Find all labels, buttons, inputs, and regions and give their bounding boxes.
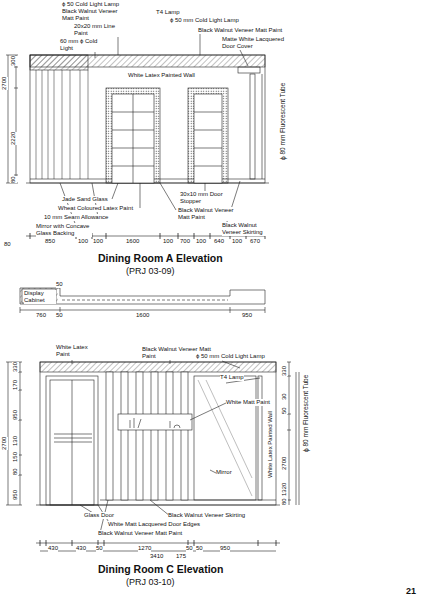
dimension: 100 xyxy=(163,238,173,245)
dimension: 950 xyxy=(220,545,230,552)
dimension: 950 xyxy=(12,410,19,420)
annotation: Black Walnut Veneer Matt Paint xyxy=(198,27,282,34)
dimension: 30 xyxy=(281,393,288,400)
annotation: White Latex Painted Wall xyxy=(267,411,274,478)
annotation: Display Cabinet xyxy=(24,290,56,304)
annotation: 10 mm Seam Allowance xyxy=(44,214,108,221)
drawing-title: Dining Room C Elevation xyxy=(98,563,223,575)
annotation: Black Walnut Veneer Skirting xyxy=(168,512,245,519)
annotation: Black Walnut Veneer Skirting xyxy=(222,222,274,236)
dimension: 50 xyxy=(96,545,103,552)
dimension: 80 xyxy=(281,498,288,505)
dimension: 80 xyxy=(12,468,19,475)
dimension: 50 xyxy=(186,545,193,552)
annotation: Black Walnut Veneer Matt Paint xyxy=(178,207,234,221)
dimension: 80 xyxy=(4,241,11,248)
dimension: 1600 xyxy=(136,312,149,319)
dimension: 1600 xyxy=(126,238,139,245)
drawing-title: Dining Room A Elevation xyxy=(98,252,223,264)
dimension: 670 xyxy=(250,238,260,245)
dimension: 130 xyxy=(12,436,19,446)
dimension: 100 xyxy=(93,238,103,245)
annotation: T4 Lamp xyxy=(220,374,244,381)
dimension: 850 xyxy=(45,238,55,245)
dimension: 1270 xyxy=(138,545,151,552)
dimension: 50 xyxy=(196,545,203,552)
dimension: 2700 xyxy=(281,457,288,470)
dimension: 175 xyxy=(176,553,186,560)
annotation: 60 mm ϕ Cold Light xyxy=(60,38,100,52)
dimension: 640 xyxy=(214,238,224,245)
dimension: 430 xyxy=(48,545,58,552)
dimension: 950 xyxy=(242,312,252,319)
dimension: 1320 xyxy=(281,483,288,496)
annotation: Glass Door xyxy=(84,512,114,519)
dimension: 430 xyxy=(76,545,86,552)
dimension: 760 xyxy=(36,312,46,319)
annotation: Black Walnut Veneer Matt Paint xyxy=(62,8,118,22)
dimension: 50 xyxy=(281,407,288,414)
annotation: Black Walnut Veneer Matt Paint xyxy=(98,530,182,537)
drawing-title: 21 xyxy=(406,586,416,596)
dimension: 100 xyxy=(232,238,242,245)
dimension: 50 xyxy=(56,281,63,288)
dimension: 330 xyxy=(281,366,288,376)
annotation: ϕ 50 mm Cold Light Lamp xyxy=(170,17,239,24)
annotation: Jade Sand Glass xyxy=(62,196,108,203)
annotation: ϕ 80 mm Fluorescent Tube xyxy=(279,83,286,160)
annotation: ϕ 50 mm Cold Light Lamp xyxy=(196,353,265,360)
annotation: 20x20 mm Line Paint xyxy=(74,23,122,37)
annotation: White Latex Paint xyxy=(56,344,94,358)
annotation: (PRJ 03-10) xyxy=(126,577,175,587)
annotation: White Matt Paint xyxy=(226,399,270,406)
dimension: 300 xyxy=(10,56,17,66)
dimension: 2700 xyxy=(1,437,8,450)
dimension: 2220 xyxy=(10,132,17,145)
annotation: (PRJ 03-09) xyxy=(126,266,175,276)
dimension: 100 xyxy=(196,238,206,245)
dimension: 100 xyxy=(78,238,88,245)
dimension: 950 xyxy=(12,490,19,500)
annotation: Mirror xyxy=(216,469,232,476)
annotation: White Matt Lacquered Door Edges xyxy=(108,521,200,528)
annotation: ϕ 50 Cold Light Lamp xyxy=(62,1,119,8)
dimension: 330 xyxy=(12,362,19,372)
dimension: 2700 xyxy=(1,77,8,90)
annotation: ϕ 80 mm Fluorescent Tube xyxy=(302,375,309,452)
dimension: 700 xyxy=(180,238,190,245)
annotation: T4 Lamp xyxy=(156,9,180,16)
dimension: 170 xyxy=(12,380,19,390)
annotation: Matte White Lacquered Door Cover xyxy=(222,36,292,50)
annotation: Mirror with Concave Glass Backing xyxy=(36,223,92,237)
dimension: 80 xyxy=(10,176,17,183)
dimension: 3410 xyxy=(150,553,163,560)
annotation: Wheat Coloured Latex Paint xyxy=(58,205,133,212)
annotation: 30x10 mm Door Stopper xyxy=(180,191,226,205)
dimension: 50 xyxy=(56,312,63,319)
dimension: 150 xyxy=(12,452,19,462)
annotation: White Latex Painted Wall xyxy=(128,72,195,79)
